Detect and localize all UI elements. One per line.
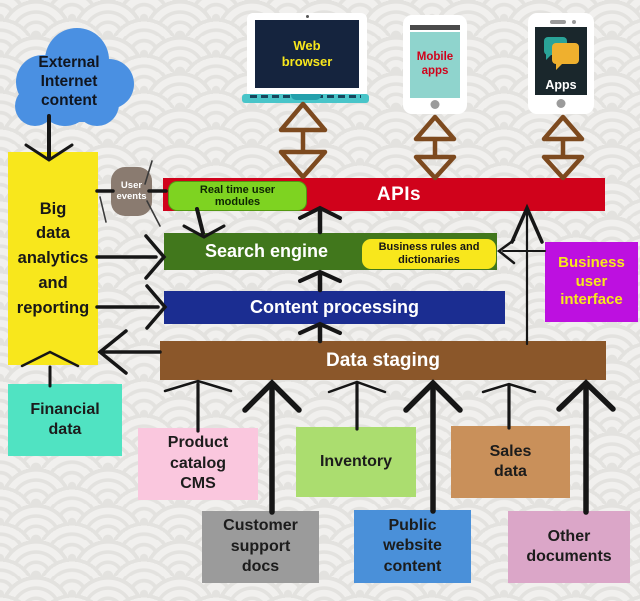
web-browser-label: Web browser [281,38,333,69]
home-button [430,100,440,109]
product-catalog-cms-label: Product catalog CMS [167,434,229,493]
content-processing-bar: Content processing [164,291,505,324]
content-processing-label: Content processing [249,297,419,317]
double-arrow-mobile-apps-apis [413,114,457,181]
laptop-camera-dot [306,15,309,18]
arrow-bui-to-rules [496,238,546,265]
cloud-icon [15,28,134,126]
double-arrow-apps-apis [541,114,585,181]
external-content-label: External Internet content [38,54,100,109]
mobile-apps-device: Mobile apps [403,15,467,114]
arrow-inventory-to-staging [327,380,387,431]
laptop-trackpad [290,94,321,100]
double-arrow-web-browser-apis [278,101,328,180]
sales-data-label: Sales data [489,442,532,480]
realtime-user-modules-box: Real time user modules [168,181,307,211]
arrow-big-data-to-content [95,284,168,330]
data-staging-label: Data staging [325,349,441,371]
phone-screen: Mobile apps [410,32,460,98]
mobile-apps-label: Mobile apps [416,51,454,77]
customer-support-docs-box: Customer support docs [202,511,319,583]
business-rules-label: Business rules and dictionaries [378,241,480,266]
phone-speaker-bar [550,20,566,24]
public-website-content-label: Public website content [383,516,442,575]
arrow-staging-to-apis [510,203,544,346]
customer-support-docs-label: Customer support docs [223,517,298,576]
arrow-big-data-to-search [95,234,167,280]
business-rules-box: Business rules and dictionaries [362,239,496,269]
inventory-box: Inventory [296,427,416,497]
user-events-label: User events [116,179,147,202]
laptop-keyboard-base [242,94,369,103]
data-staging-bar: Data staging [160,341,606,380]
arrow-content-to-search [298,269,342,293]
phone-speaker-bar [410,25,460,30]
sales-data-box: Sales data [451,426,570,498]
arrow-search-to-apis [298,205,342,235]
search-engine-label: Search engine [204,241,329,261]
financial-data-box: Financial data [8,384,122,456]
apps-device: Apps [528,13,594,114]
inventory-label: Inventory [319,452,392,470]
phone-screen: Apps [535,27,587,95]
web-browser-device: Web browser [247,13,367,95]
business-user-interface-label: Business user interface [558,253,625,309]
home-button [556,99,566,108]
chat-bubble-icon [552,43,579,70]
arrow-staging-to-big-data [97,329,162,375]
financial-data-label: Financial data [30,400,100,438]
product-catalog-cms-box: Product catalog CMS [138,428,258,500]
phone-camera-dot [572,20,576,24]
apis-label: APIs [376,183,422,205]
big-data-analytics-box: Big data analytics and reporting [8,152,98,365]
big-data-label: Big data analytics and reporting [16,199,90,317]
arrow-sales-to-staging [481,382,537,430]
realtime-user-modules-label: Real time user modules [199,183,276,208]
apps-label: Apps [545,78,577,92]
user-events-node: User events [111,167,152,216]
other-documents-label: Other documents [526,527,612,565]
business-user-interface-box: Business user interface [545,242,638,322]
public-website-content-box: Public website content [354,510,471,583]
arrow-staging-to-content [298,321,342,344]
laptop-screen: Web browser [255,20,359,88]
other-documents-box: Other documents [508,511,630,583]
arrow-product-to-staging [163,379,233,433]
